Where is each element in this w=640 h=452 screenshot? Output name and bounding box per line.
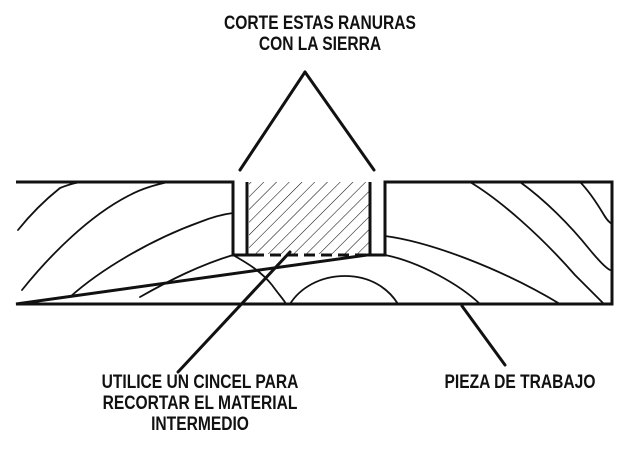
chisel-label-line2: RECORTAR EL MATERIAL — [102, 393, 298, 414]
wood-grain — [17, 181, 613, 305]
workpiece-outline — [15, 180, 614, 306]
workpiece-label: PIEZA DE TRABAJO — [426, 372, 615, 393]
workpiece-label-line1: PIEZA DE TRABAJO — [444, 372, 596, 393]
workpiece-leader — [460, 304, 507, 367]
saw-grooves-label-line2: CON LA SIERRA — [258, 34, 382, 55]
saw-grooves-label-line1: CORTE ESTAS RANURAS — [224, 13, 416, 34]
chisel-label-line3: INTERMEDIO — [151, 414, 249, 435]
leader-lines — [176, 70, 507, 374]
saw-leader-left — [238, 70, 307, 172]
waste-material — [249, 182, 369, 254]
chisel-leader — [176, 250, 292, 374]
saw-grooves-label: CORTE ESTAS RANURAS CON LA SIERRA — [156, 13, 484, 55]
saw-leader-right — [303, 70, 376, 172]
chisel-label-line1: UTILICE UN CINCEL PARA — [101, 372, 299, 393]
chisel-label: UTILICE UN CINCEL PARA RECORTAR EL MATER… — [52, 372, 347, 435]
